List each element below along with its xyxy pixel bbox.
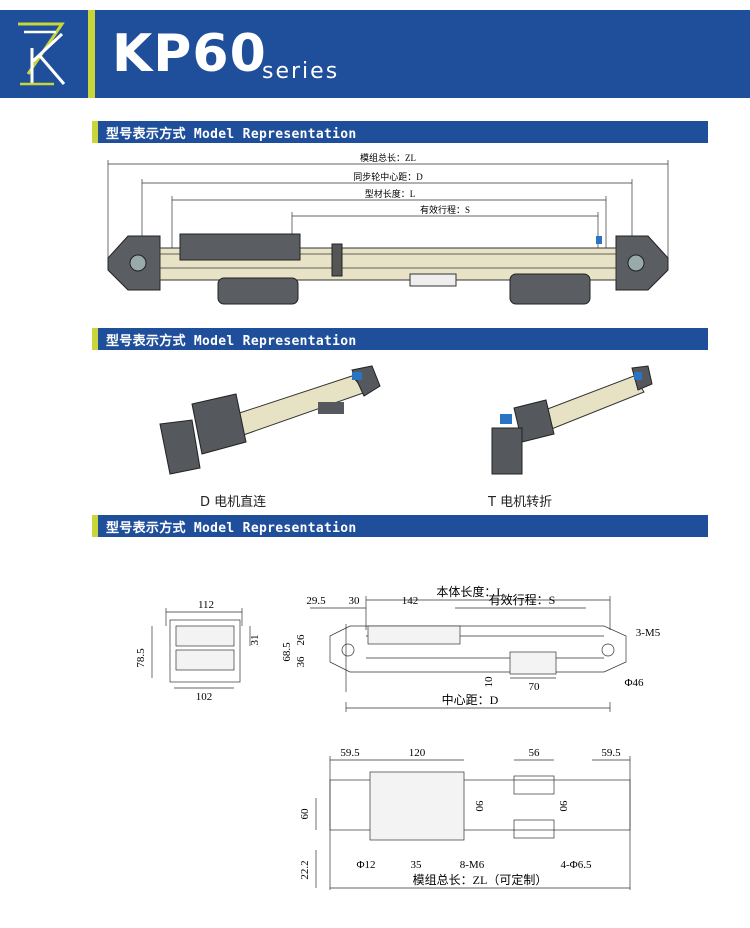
module-length-diagram: 模组总长：ZL 同步轮中心距：D 型材长度：L 有效行程：S: [107, 152, 669, 305]
dim-60: 60: [299, 808, 311, 820]
section-tick: [92, 515, 98, 537]
dim-120: 120: [409, 747, 426, 759]
dim-22-2: 22.2: [299, 860, 311, 879]
dim-zl-label: 模组总长：ZL: [360, 152, 416, 163]
caption-folded: T 电机转折: [488, 495, 553, 510]
dim-90-left: 90: [473, 801, 485, 813]
dim-30: 30: [349, 595, 361, 607]
dim-90-right: 90: [557, 801, 569, 813]
dim-3-m5: 3-M5: [636, 627, 661, 639]
brand-logo-icon: [18, 22, 66, 86]
header-accent-bar: [88, 10, 95, 98]
page-title: KP60: [112, 24, 267, 84]
dim-body-length: 本体长度：L: [436, 584, 503, 599]
dim-68-5: 68.5: [281, 642, 293, 662]
dim-s-label: 有效行程：S: [420, 204, 470, 215]
dim-35: 35: [411, 859, 423, 871]
dim-56: 56: [529, 747, 541, 759]
motor-folded-render: [491, 365, 653, 475]
dim-26: 26: [295, 634, 307, 646]
dim-phi-12: Φ12: [356, 859, 375, 871]
dim-78-5: 78.5: [135, 648, 147, 668]
dim-10: 10: [483, 676, 495, 688]
section-label: 型号表示方式 Model Representation: [106, 127, 357, 142]
dim-4-phi-6-5: 4-Φ6.5: [561, 859, 592, 871]
dim-102: 102: [196, 691, 213, 703]
dim-d-label: 同步轮中心距：D: [353, 171, 423, 182]
dim-l-label: 型材长度：L: [365, 188, 416, 199]
section-label: 型号表示方式 Model Representation: [106, 334, 357, 349]
section-header-2: 型号表示方式 Model Representation: [92, 328, 708, 350]
dim-59-5-right: 59.5: [601, 747, 621, 759]
dim-stroke: 有效行程：S: [489, 592, 556, 607]
section-tick: [92, 328, 98, 350]
dim-36: 36: [295, 656, 307, 668]
dim-phi-46: Φ46: [624, 677, 644, 689]
dim-29-5: 29.5: [306, 595, 326, 607]
section-tick: [92, 121, 98, 143]
header-banner: KP60 series: [0, 10, 750, 98]
module-side-view: [107, 233, 669, 305]
dim-31: 31: [249, 635, 261, 646]
motor-direct-render: [159, 365, 381, 475]
dim-59-5-left: 59.5: [340, 747, 360, 759]
dim-70: 70: [529, 681, 541, 693]
technical-drawing: 112 78.5 31 102 本体长度：L 29.5 30 142 有效行程：…: [135, 584, 661, 890]
dim-zl-custom: 模组总长：ZL（可定制）: [413, 872, 548, 887]
dim-8-m6: 8-M6: [460, 859, 485, 871]
caption-direct: D 电机直连: [200, 495, 267, 510]
dim-112: 112: [198, 599, 214, 611]
section-label: 型号表示方式 Model Representation: [106, 521, 357, 536]
page-subtitle: series: [262, 59, 340, 84]
dim-center-distance: 中心距：D: [442, 692, 499, 707]
section-header-3: 型号表示方式 Model Representation: [92, 515, 708, 537]
dim-142: 142: [402, 595, 419, 607]
section-header-1: 型号表示方式 Model Representation: [92, 121, 708, 143]
